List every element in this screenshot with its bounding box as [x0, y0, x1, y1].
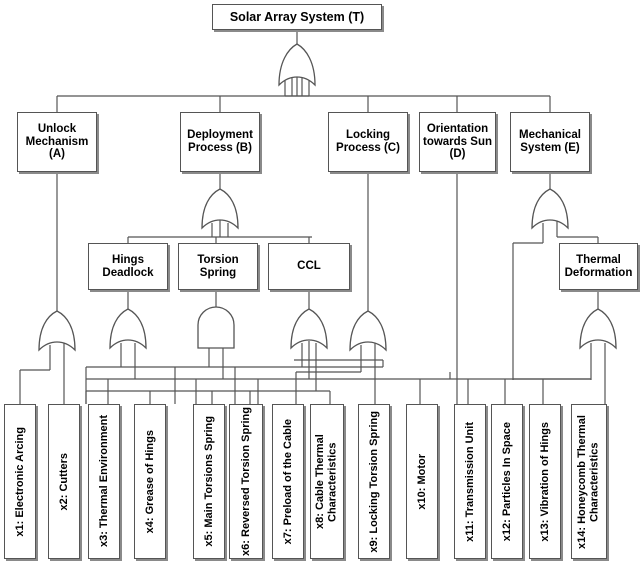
node-ccl[interactable]: CCL	[268, 243, 350, 290]
basic-event-label: x1: Electronic Arcing	[13, 426, 26, 537]
or-gate-top	[278, 43, 316, 87]
basic-event-label: x13: Vibration of Hings	[538, 421, 551, 542]
basic-event-x5[interactable]: x5: Main Torsions Spring	[193, 404, 225, 559]
basic-event-x10[interactable]: x10: Motor	[406, 404, 438, 559]
basic-event-x8[interactable]: x8: Cable Thermal Characteristics	[310, 404, 344, 559]
top-event-box[interactable]: Solar Array System (T)	[212, 4, 382, 30]
basic-event-label: x12: Particles In Space	[500, 421, 513, 542]
basic-event-label: x7: Preload of the Cable	[281, 418, 294, 545]
basic-event-label: x8: Cable Thermal Characteristics	[314, 434, 339, 529]
basic-event-x4[interactable]: x4: Grease of Hings	[134, 404, 166, 559]
or-gate-B	[201, 188, 239, 230]
basic-event-label: x10: Motor	[415, 453, 428, 510]
node-mechanical-system[interactable]: Mechanical System (E)	[510, 112, 590, 172]
node-orientation-towards-sun[interactable]: Orientation towards Sun (D)	[419, 112, 496, 172]
basic-event-label: x4: Grease of Hings	[143, 429, 156, 534]
node-torsion-spring[interactable]: Torsion Spring	[178, 243, 258, 290]
or-gate-ccl	[290, 308, 328, 350]
basic-event-x2[interactable]: x2: Cutters	[48, 404, 80, 559]
basic-event-x14[interactable]: x14: Honeycomb Thermal Characteristics	[571, 404, 607, 559]
basic-event-x11[interactable]: x11: Transmission Unit	[454, 404, 486, 559]
and-gate-torsion-spring	[197, 306, 235, 349]
basic-event-label: x9: Locking Torsion Spring	[367, 410, 380, 553]
basic-event-x7[interactable]: x7: Preload of the Cable	[272, 404, 304, 559]
or-gate-E	[531, 188, 569, 230]
basic-event-label: x14: Honeycomb Thermal Characteristics	[576, 414, 601, 549]
node-unlock-mechanism[interactable]: Unlock Mechanism (A)	[17, 112, 97, 172]
basic-event-label: x5: Main Torsions Spring	[202, 416, 215, 547]
basic-event-x9[interactable]: x9: Locking Torsion Spring	[358, 404, 390, 559]
or-gate-hings-deadlock	[109, 308, 147, 350]
basic-event-label: x3: Thermal Environment	[97, 415, 110, 548]
node-thermal-deformation[interactable]: Thermal Deformation	[559, 243, 638, 290]
node-locking-process[interactable]: Locking Process (C)	[328, 112, 408, 172]
basic-event-label: x11: Transmission Unit	[463, 421, 476, 542]
basic-event-x12[interactable]: x12: Particles In Space	[491, 404, 523, 559]
basic-event-x13[interactable]: x13: Vibration of Hings	[529, 404, 561, 559]
basic-event-label: x6: Reversed Torsion Spring	[239, 407, 252, 556]
basic-event-x6[interactable]: x6: Reversed Torsion Spring	[229, 404, 263, 559]
node-hings-deadlock[interactable]: Hings Deadlock	[88, 243, 168, 290]
node-deployment-process[interactable]: Deployment Process (B)	[180, 112, 260, 172]
basic-event-label: x2: Cutters	[57, 452, 70, 511]
basic-event-x3[interactable]: x3: Thermal Environment	[88, 404, 120, 559]
or-gate-thermal-deformation	[579, 308, 617, 350]
basic-event-x1[interactable]: x1: Electronic Arcing	[4, 404, 36, 559]
or-gate-C	[349, 310, 387, 352]
or-gate-A	[38, 310, 76, 352]
